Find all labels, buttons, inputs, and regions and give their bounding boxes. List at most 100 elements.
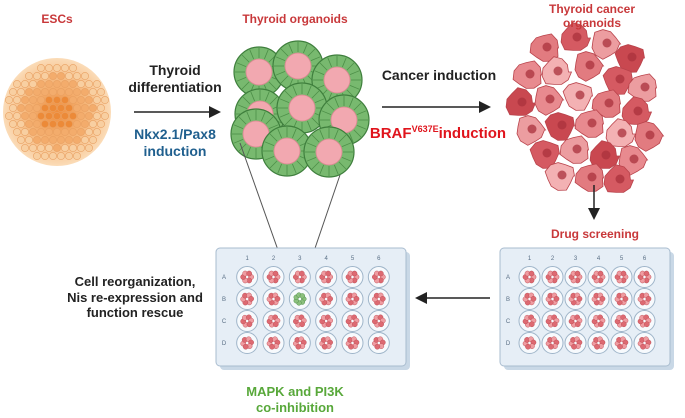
plate-row-label: A xyxy=(506,275,510,281)
follicle-cell-border xyxy=(277,163,283,174)
cancer-cell-nucleus xyxy=(545,94,555,104)
esc-cell xyxy=(5,112,13,120)
esc-cell xyxy=(69,144,77,152)
esc-cell xyxy=(49,72,57,80)
plate-well xyxy=(341,332,364,354)
follicle-cell-border xyxy=(338,161,347,170)
cancer-cell-nucleus xyxy=(615,74,625,84)
esc-cell xyxy=(65,88,73,96)
well-cancer-cell xyxy=(242,343,249,350)
follicle-cell-border xyxy=(264,141,275,147)
esc-cell xyxy=(57,120,65,128)
follicle-cell-border xyxy=(275,56,286,62)
plate-well xyxy=(518,310,541,332)
well-cancer-cell xyxy=(378,270,384,277)
cancer-cell-nucleus xyxy=(587,118,597,128)
well-cancer-cell xyxy=(274,296,281,302)
plate-well xyxy=(518,288,541,310)
well-cancer-cell xyxy=(352,321,358,328)
esc-cell xyxy=(85,96,93,104)
well-cancer-cell xyxy=(321,343,328,350)
esc-cell xyxy=(21,112,29,120)
plate-well xyxy=(587,332,610,354)
plate-column-label: 4 xyxy=(324,256,328,262)
esc-cell xyxy=(29,96,37,104)
esc-cell xyxy=(41,152,49,160)
follicle-cell-border xyxy=(311,117,320,126)
esc-cell xyxy=(41,88,49,96)
follicle-lumen xyxy=(315,138,343,166)
follicle-cell-border xyxy=(348,132,354,143)
follicle-cell-border xyxy=(302,43,308,54)
follicle-cell-border xyxy=(346,62,355,71)
esc-cell xyxy=(13,112,21,120)
plate-well xyxy=(564,266,587,288)
nkx-pax8-label: Nkx2.1/Pax8 induction xyxy=(116,126,234,160)
esc-cell xyxy=(57,136,65,144)
follicle-cell-border xyxy=(241,81,250,90)
cancer-cell-nucleus xyxy=(527,124,537,134)
esc-cell xyxy=(73,136,81,144)
well-cancer-cell xyxy=(575,321,581,328)
follicle-cell-border xyxy=(314,98,325,104)
plate-well xyxy=(288,332,311,354)
plate-column-label: 1 xyxy=(245,256,249,262)
well-cancer-cell xyxy=(269,343,275,350)
follicle-cell-border xyxy=(264,155,275,161)
well-cancer-cell xyxy=(530,296,537,302)
esc-cell xyxy=(93,96,101,104)
cancer-cell-nucleus xyxy=(575,90,585,100)
esc-cell xyxy=(53,128,61,136)
follicle-cell-border xyxy=(242,96,251,105)
plate-well xyxy=(262,310,285,332)
follicle-cell-border xyxy=(311,161,320,170)
cancer-cell-nucleus xyxy=(645,130,655,140)
esc-cell xyxy=(61,144,69,152)
plate-well xyxy=(610,332,633,354)
cancer-cell-nucleus xyxy=(542,42,552,52)
plate-well xyxy=(564,288,587,310)
well-cancer-cell xyxy=(246,321,253,328)
well-cancer-cell xyxy=(643,270,650,277)
plate-well xyxy=(367,332,390,354)
rescue-line2: Nis re-expression and xyxy=(67,289,203,305)
follicle-cell-border xyxy=(236,62,247,68)
plate-row-label: B xyxy=(222,297,226,303)
esc-cell xyxy=(29,144,37,152)
plate-well xyxy=(633,332,656,354)
esc-cell xyxy=(69,64,77,72)
follicle-cell-border xyxy=(341,156,352,162)
esc-cell xyxy=(9,104,17,112)
follicle-cell-border xyxy=(263,49,269,60)
esc-cell xyxy=(37,112,45,120)
plate-well xyxy=(341,288,364,310)
follicle-cell-border xyxy=(288,43,294,54)
esc-cell xyxy=(57,104,65,112)
thyroid-organoids-label: Thyroid organoids xyxy=(242,12,348,26)
esc-cell xyxy=(25,120,33,128)
esc-cell xyxy=(41,104,49,112)
follicle-cell-border xyxy=(277,128,283,139)
esc-cell xyxy=(37,80,45,88)
follicle-cell-border xyxy=(275,70,286,76)
esc-cell xyxy=(61,80,69,88)
plate-column-label: 6 xyxy=(643,256,647,262)
follicle-cell-border xyxy=(333,129,339,140)
esc-cell xyxy=(13,128,21,136)
plate-column-label: 3 xyxy=(574,256,578,262)
esc-cell xyxy=(17,136,25,144)
follicle-lumen xyxy=(323,66,351,94)
well-cancer-cell xyxy=(273,321,279,328)
esc-cluster xyxy=(3,58,111,166)
well-cancer-cell xyxy=(374,343,381,350)
well-cancer-cell xyxy=(620,270,627,277)
plate-column-label: 4 xyxy=(597,256,601,262)
esc-cell xyxy=(81,104,89,112)
follicle-cell-border xyxy=(326,102,335,111)
esc-cell xyxy=(85,128,93,136)
follicle-cell-border xyxy=(341,142,352,148)
follicle-cell-border xyxy=(237,104,248,110)
follicle-cell-border xyxy=(291,128,297,139)
